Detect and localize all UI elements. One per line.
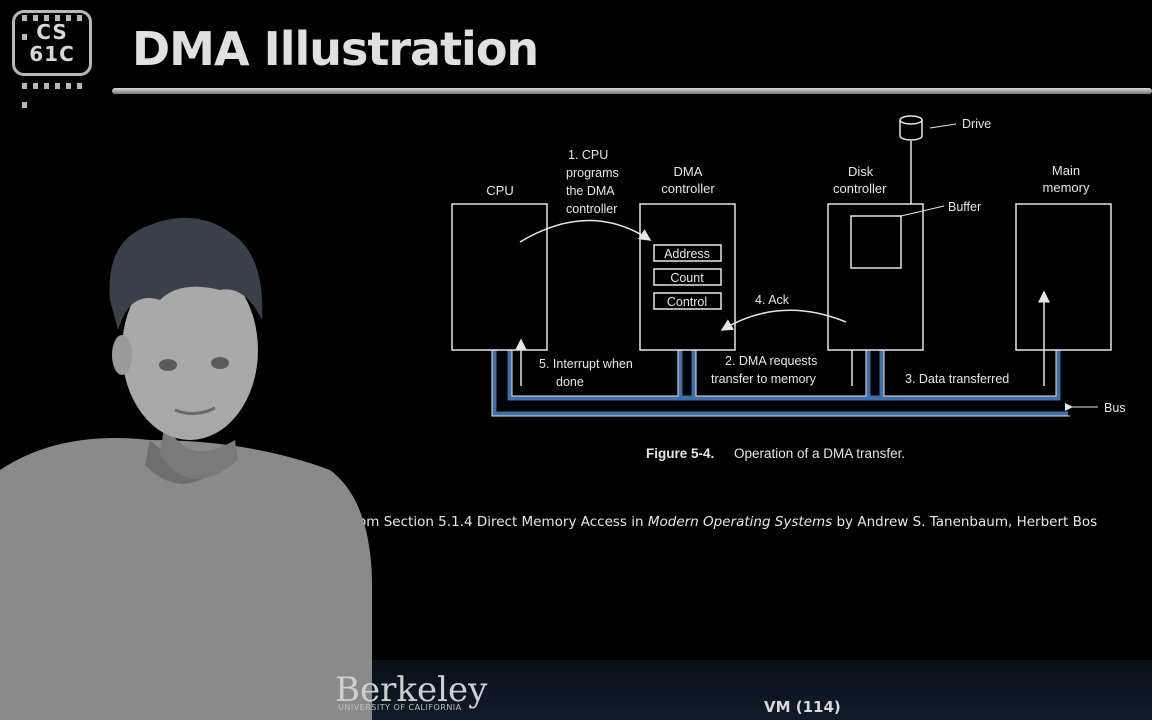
- page-number: VM (114): [764, 698, 841, 716]
- figure-caption: Operation of a DMA transfer.: [734, 446, 905, 461]
- step1-line1: 1. CPU: [568, 148, 608, 162]
- address-register: [653, 244, 722, 262]
- citation-suffix: by Andrew S. Tanenbaum, Herbert Bos: [832, 514, 1098, 530]
- chip-pins-top: [19, 6, 85, 40]
- count-register: [653, 268, 722, 286]
- step1-line3: the DMA: [566, 184, 615, 198]
- cs61c-logo: CS 61C: [12, 10, 92, 108]
- logo-text-bottom: 61C: [29, 42, 75, 66]
- dma-label-line2: controller: [661, 181, 715, 196]
- citation: From Section 5.1.4 Direct Memory Access …: [346, 514, 1097, 530]
- figure-number: Figure 5-4.: [646, 446, 714, 461]
- cpu-label: CPU: [486, 183, 513, 198]
- presenter-video: [0, 217, 372, 720]
- dma-controller-box: [639, 203, 736, 351]
- cpu-box: [451, 203, 548, 351]
- disk-controller-box: [827, 203, 924, 351]
- control-register: [653, 292, 722, 310]
- step4-label: 4. Ack: [755, 293, 790, 307]
- disk-label-line1: Disk: [848, 164, 874, 179]
- bus-label: Bus: [1104, 401, 1126, 415]
- buffer-box: [850, 215, 902, 269]
- register-label-address: Address: [664, 247, 710, 261]
- memory-label-line2: memory: [1043, 180, 1090, 195]
- title-underline: [112, 88, 1152, 94]
- step1-line2: programs: [566, 166, 619, 180]
- step4-arrow: [720, 309, 847, 331]
- register-label-control: Control: [667, 295, 707, 309]
- logo-text-top: CS: [36, 20, 68, 44]
- citation-book-title: Modern Operating Systems: [647, 514, 833, 530]
- step2-line2: transfer to memory: [711, 372, 817, 386]
- drive-label: Drive: [962, 117, 991, 131]
- step3-label: 3. Data transferred: [905, 372, 1009, 386]
- chip-pins-bottom: [19, 74, 85, 108]
- step2-line1: 2. DMA requests: [725, 354, 817, 368]
- memory-label-line1: Main: [1052, 163, 1080, 178]
- citation-prefix: From Section 5.1.4 Direct Memory Access …: [346, 514, 648, 530]
- bus: [491, 350, 1068, 417]
- berkeley-logo: Berkeley: [335, 670, 488, 710]
- slide-title: DMA Illustration: [132, 22, 539, 76]
- register-label-count: Count: [670, 271, 704, 285]
- step5-line2: done: [556, 375, 584, 389]
- disk-label-line2: controller: [833, 181, 887, 196]
- drive-icon: [899, 115, 923, 141]
- main-memory-box: [1015, 203, 1112, 351]
- buffer-label: Buffer: [948, 200, 981, 214]
- step1-arrow: [519, 219, 652, 243]
- step5-line1: 5. Interrupt when: [539, 357, 633, 371]
- berkeley-logo-subtitle: UNIVERSITY OF CALIFORNIA: [338, 703, 462, 712]
- dma-label-line1: DMA: [674, 164, 703, 179]
- step1-line4: controller: [566, 202, 617, 216]
